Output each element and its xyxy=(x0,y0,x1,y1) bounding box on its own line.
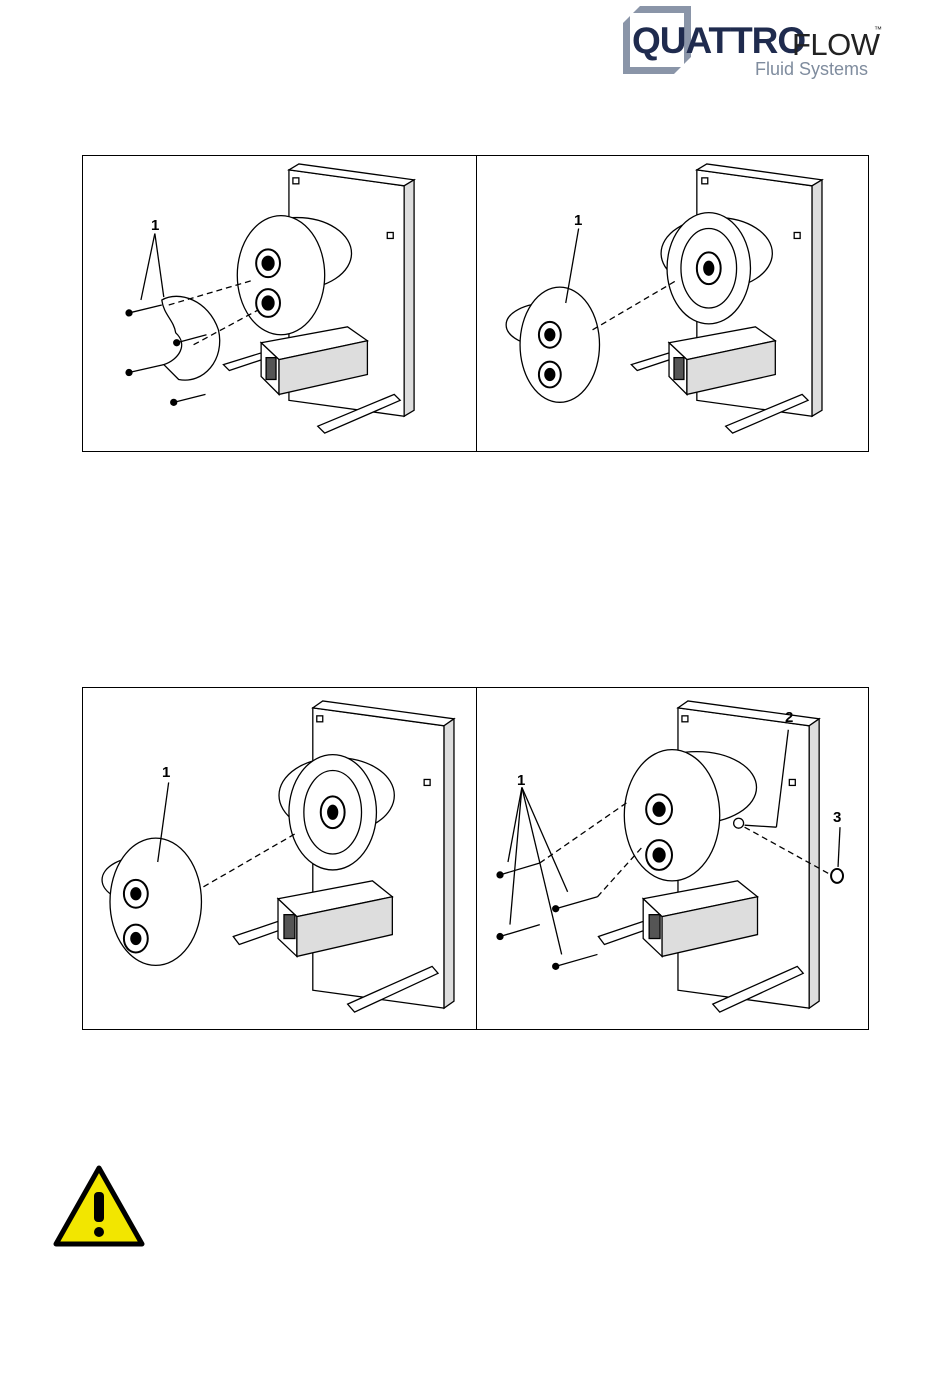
panel-2a: 1 xyxy=(83,688,476,1029)
pump-exploded-drawing xyxy=(477,156,870,451)
callout-label: 3 xyxy=(833,810,841,825)
callout-label: 2 xyxy=(785,710,793,725)
callout-label: 1 xyxy=(162,765,170,780)
pump-exploded-drawing xyxy=(83,688,476,1029)
pump-exploded-drawing xyxy=(83,156,476,451)
brand-trademark: ™ xyxy=(874,26,882,34)
brand-name-strong: QUATTRO xyxy=(632,22,805,59)
figure-1: 1 xyxy=(82,155,869,452)
panel-1a: 1 xyxy=(83,156,476,451)
warning-triangle-icon xyxy=(52,1164,146,1248)
pump-exploded-drawing xyxy=(477,688,870,1029)
panel-1b: 1 xyxy=(477,156,870,451)
callout-label: 1 xyxy=(574,213,582,228)
figure-2: 1 xyxy=(82,687,869,1030)
callout-label: 1 xyxy=(151,218,159,233)
panel-2b: 1 2 3 xyxy=(477,688,870,1029)
brand-subtitle: Fluid Systems xyxy=(755,60,868,78)
brand-name-light: FLOW xyxy=(792,29,880,60)
callout-label: 1 xyxy=(517,773,525,788)
